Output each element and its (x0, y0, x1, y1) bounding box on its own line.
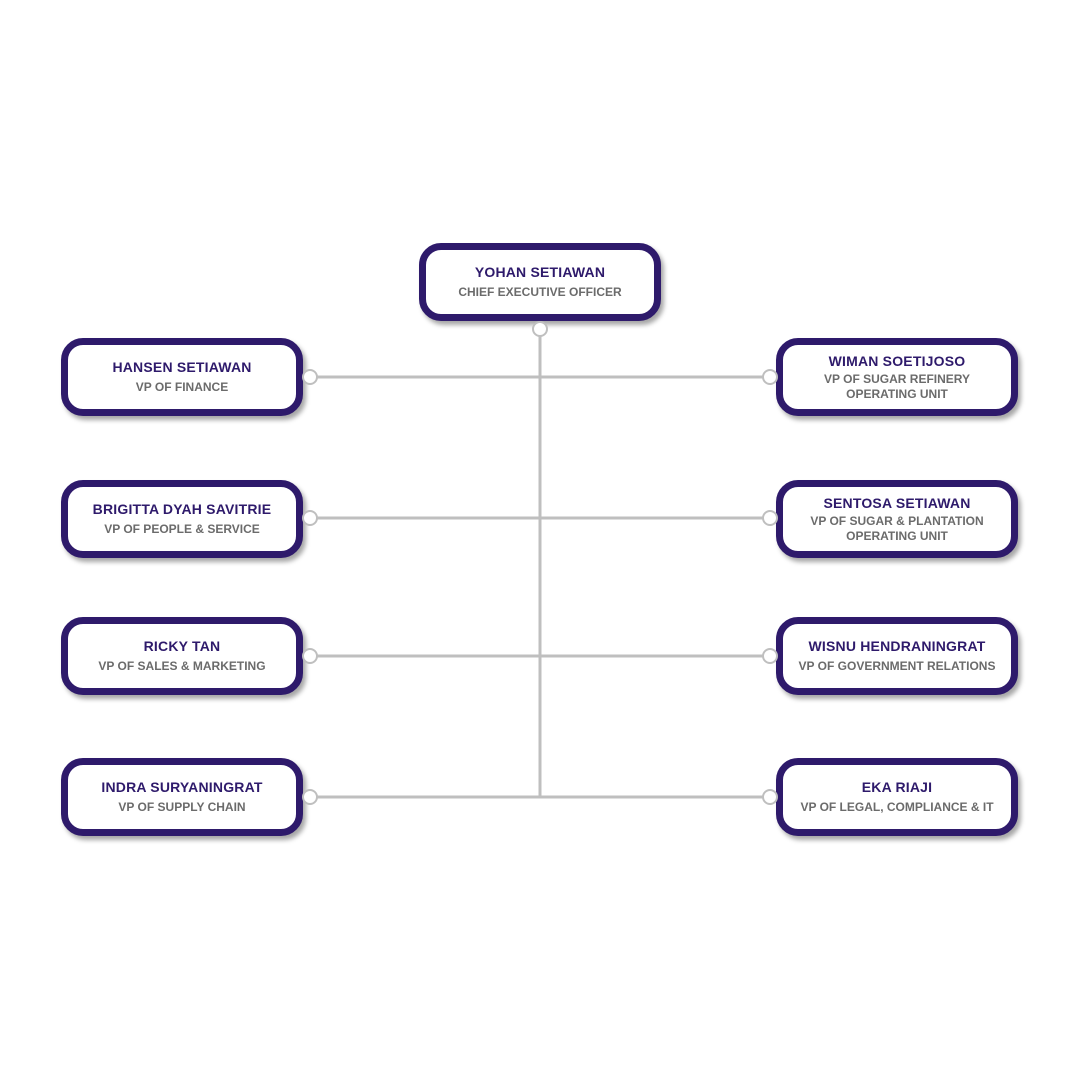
node-name: RICKY TAN (143, 638, 221, 654)
node-title: VP OF SUPPLY CHAIN (118, 800, 246, 814)
node-vp-legal-compliance-it: EKA RIAJI VP OF LEGAL, COMPLIANCE & IT (776, 758, 1018, 836)
node-title: VP OF FINANCE (135, 380, 229, 394)
node-title-line2: OPERATING UNIT (846, 386, 948, 401)
node-name: SENTOSA SETIAWAN (823, 494, 971, 511)
node-vp-government-relations: WISNU HENDRANINGRAT VP OF GOVERNMENT REL… (776, 617, 1018, 695)
node-vp-finance: HANSEN SETIAWAN VP OF FINANCE (61, 338, 303, 416)
node-name: WISNU HENDRANINGRAT (808, 638, 986, 654)
node-title-line1: VP OF SUGAR REFINERY (823, 371, 971, 386)
node-name: BRIGITTA DYAH SAVITRIE (92, 501, 272, 517)
node-name: WIMAN SOETIJOSO (828, 352, 966, 369)
node-title-line1: VP OF SUGAR & PLANTATION (810, 513, 984, 528)
node-title-line2: OPERATING UNIT (846, 528, 948, 543)
node-title: VP OF SALES & MARKETING (98, 659, 266, 673)
node-title: VP OF GOVERNMENT RELATIONS (798, 659, 996, 673)
node-ceo: YOHAN SETIAWAN CHIEF EXECUTIVE OFFICER (419, 243, 661, 321)
node-name: INDRA SURYANINGRAT (101, 779, 263, 795)
node-title: CHIEF EXECUTIVE OFFICER (458, 285, 622, 299)
node-vp-supply-chain: INDRA SURYANINGRAT VP OF SUPPLY CHAIN (61, 758, 303, 836)
node-title: VP OF LEGAL, COMPLIANCE & IT (800, 800, 994, 814)
node-vp-people-service: BRIGITTA DYAH SAVITRIE VP OF PEOPLE & SE… (61, 480, 303, 558)
node-name: HANSEN SETIAWAN (112, 359, 252, 375)
node-title: VP OF PEOPLE & SERVICE (104, 522, 260, 536)
node-vp-sugar-plantation: SENTOSA SETIAWAN VP OF SUGAR & PLANTATIO… (776, 480, 1018, 558)
node-vp-sugar-refinery: WIMAN SOETIJOSO VP OF SUGAR REFINERY OPE… (776, 338, 1018, 416)
node-vp-sales-marketing: RICKY TAN VP OF SALES & MARKETING (61, 617, 303, 695)
node-name: YOHAN SETIAWAN (474, 264, 606, 280)
node-name: EKA RIAJI (861, 779, 933, 795)
